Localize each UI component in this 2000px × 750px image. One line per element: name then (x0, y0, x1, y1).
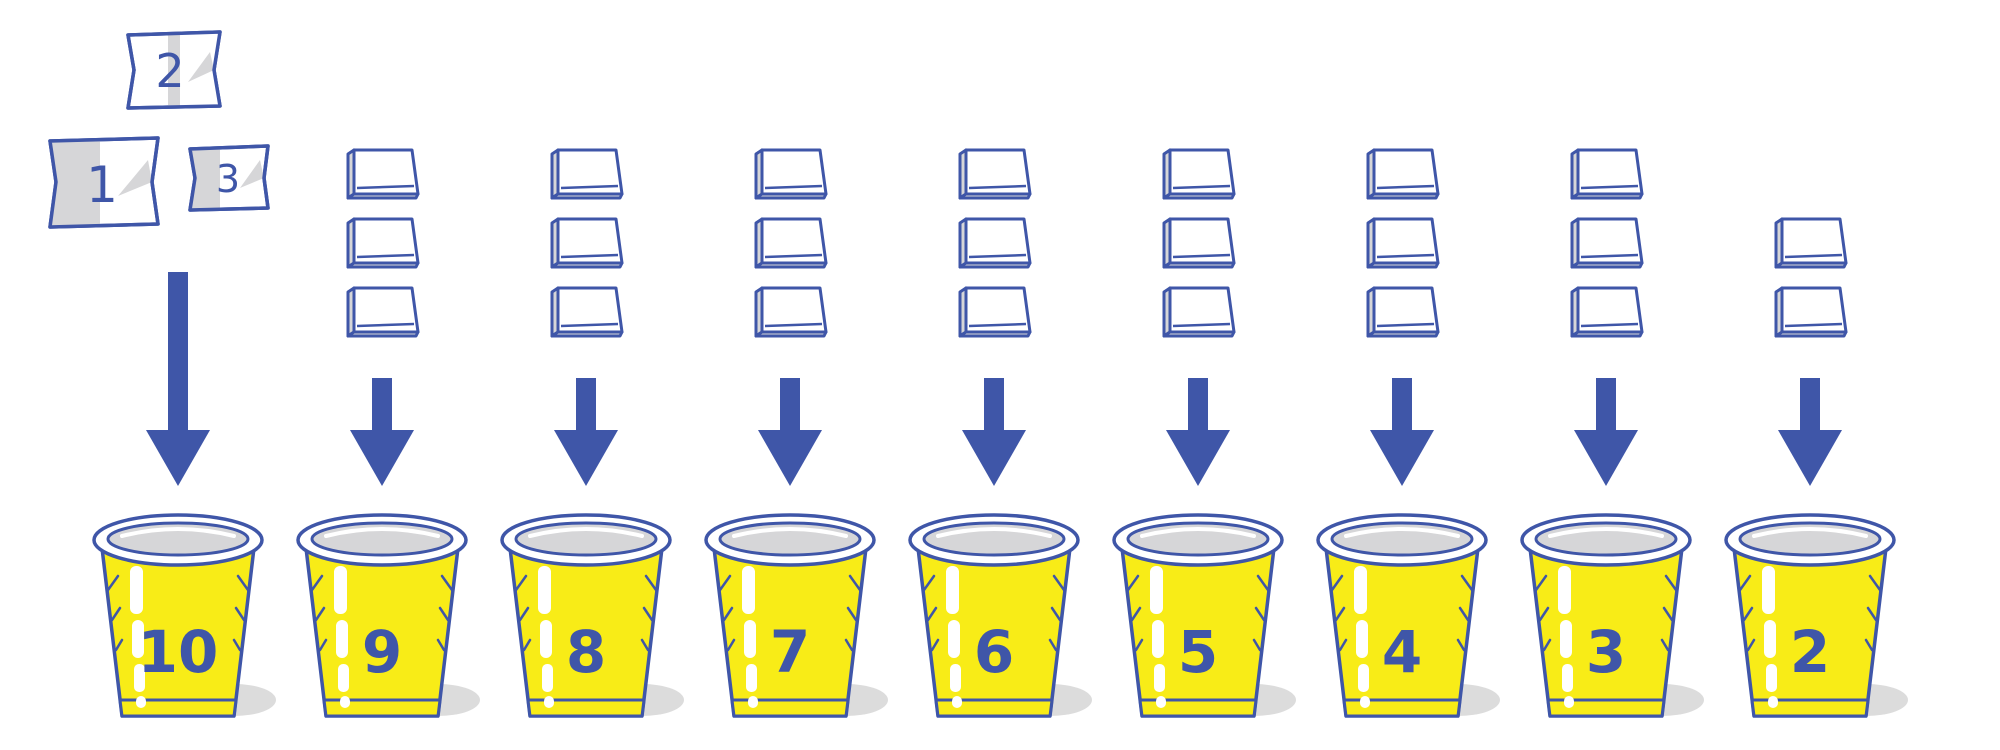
cup-label: 2 (1790, 618, 1830, 686)
blank-card-icon (550, 286, 624, 338)
blank-card-icon (1162, 217, 1236, 269)
blank-card-icon (958, 286, 1032, 338)
numbered-card-icon: 3 (188, 144, 270, 212)
blank-card-icon (1366, 286, 1440, 338)
blank-card-icon (1162, 148, 1236, 200)
cups-row: 10 9 8 7 6 5 4 3 2 (92, 513, 1908, 718)
numbered-card-icon: 2 (126, 30, 222, 110)
cup-label: 9 (362, 618, 402, 686)
cup-label: 7 (770, 618, 810, 686)
arrow-down-icon (1166, 378, 1230, 486)
cup-icon: 2 (1724, 513, 1908, 718)
cup-label: 4 (1382, 618, 1422, 686)
cup-label: 8 (566, 618, 606, 686)
cup-icon: 10 (92, 513, 276, 718)
blank-card-icon (1162, 286, 1236, 338)
blank-card-icon (346, 217, 420, 269)
cup-icon: 8 (500, 513, 684, 718)
cup-label: 6 (974, 618, 1014, 686)
cup-icon: 3 (1520, 513, 1704, 718)
blank-card-icon (346, 148, 420, 200)
blank-card-icon (754, 148, 828, 200)
arrow-down-icon (350, 378, 414, 486)
arrow-down-icon (758, 378, 822, 486)
blank-card-icon (1570, 286, 1644, 338)
blank-card-icon (754, 286, 828, 338)
blank-card-icon (1366, 217, 1440, 269)
arrow-down-icon (146, 272, 210, 486)
cup-label: 10 (138, 618, 219, 686)
cup-icon: 5 (1112, 513, 1296, 718)
arrow-down-icon (962, 378, 1026, 486)
blank-card-icon (550, 217, 624, 269)
arrow-down-icon (1574, 378, 1638, 486)
numbered-card-label: 3 (216, 157, 240, 201)
blank-card-icon (346, 286, 420, 338)
blank-card-icon (1774, 286, 1848, 338)
blank-card-icon (1366, 148, 1440, 200)
cup-icon: 9 (296, 513, 480, 718)
short-arrows (350, 378, 1842, 486)
arrow-down-icon (1370, 378, 1434, 486)
numbered-cards-group: 2 1 3 (48, 30, 270, 229)
cup-label: 3 (1586, 618, 1626, 686)
blank-card-icon (1570, 148, 1644, 200)
cup-icon: 6 (908, 513, 1092, 718)
blank-card-icon (958, 148, 1032, 200)
cup-label: 5 (1178, 618, 1218, 686)
blank-card-icon (754, 217, 828, 269)
cup-icon: 4 (1316, 513, 1500, 718)
cup-icon: 7 (704, 513, 888, 718)
numbered-card-label: 1 (86, 156, 118, 214)
arrow-down-icon (1778, 378, 1842, 486)
blank-card-stacks (346, 148, 1848, 338)
numbered-card-label: 2 (155, 44, 184, 98)
numbered-card-icon: 1 (48, 136, 160, 229)
blank-card-icon (1570, 217, 1644, 269)
blank-card-icon (958, 217, 1032, 269)
arrow-down-icon (554, 378, 618, 486)
blank-card-icon (550, 148, 624, 200)
blank-card-icon (1774, 217, 1848, 269)
